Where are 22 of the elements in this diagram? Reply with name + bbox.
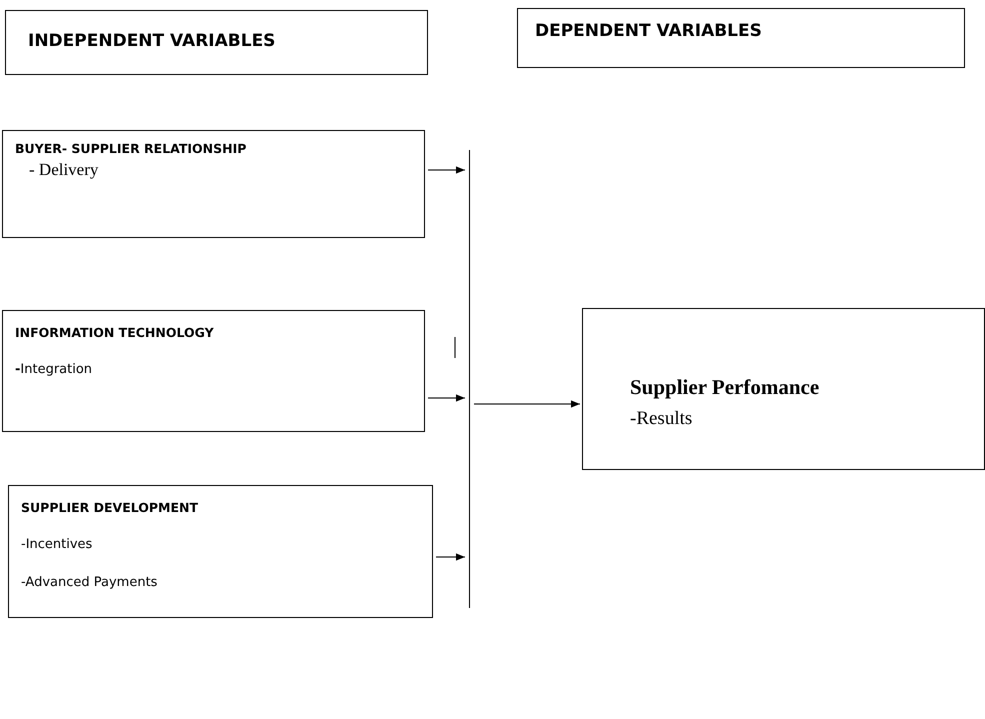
box-title: INFORMATION TECHNOLOGY bbox=[15, 325, 215, 340]
arrow bbox=[436, 553, 466, 561]
list-item: - Delivery bbox=[29, 160, 100, 180]
arrow bbox=[474, 400, 580, 408]
variable-box bbox=[517, 8, 965, 68]
arrow bbox=[428, 394, 466, 402]
box-title: Supplier Perfomance bbox=[630, 375, 820, 400]
variable-box bbox=[5, 10, 428, 75]
box-title: SUPPLIER DEVELOPMENT bbox=[21, 500, 200, 515]
box-title: BUYER- SUPPLIER RELATIONSHIP bbox=[15, 141, 248, 156]
variable-box bbox=[2, 310, 425, 432]
list-item: -Incentives bbox=[21, 537, 94, 553]
heading: DEPENDENT VARIABLES bbox=[535, 21, 763, 42]
list-item: -Advanced Payments bbox=[21, 574, 158, 590]
variable-box bbox=[8, 485, 433, 618]
vertical-line bbox=[467, 150, 471, 608]
variable-box bbox=[582, 308, 985, 470]
variable-box bbox=[2, 130, 425, 238]
arrow bbox=[428, 166, 466, 174]
list-item: -Results bbox=[630, 408, 694, 431]
list-item: -Integration bbox=[15, 362, 94, 378]
heading: INDEPENDENT VARIABLES bbox=[28, 31, 276, 52]
